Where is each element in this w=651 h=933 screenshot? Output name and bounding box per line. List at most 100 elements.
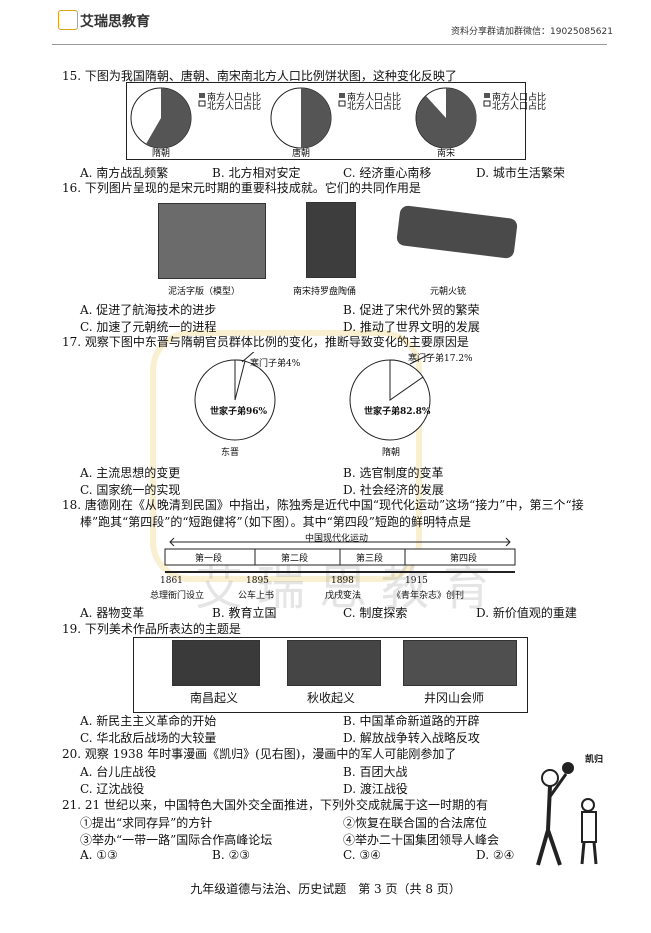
legend-south: 南方人口占比 (207, 93, 262, 103)
q17-option-b: B. 选官制度的变革 (343, 466, 444, 480)
q18-option-a: A. 器物变革 (80, 606, 145, 620)
q16-caption-1: 泥活字版（模型） (168, 287, 241, 297)
event-1898: 戊戌变法 (325, 591, 362, 601)
q15-pie-song (415, 87, 477, 149)
logo-icon (58, 10, 78, 30)
q19-option-a: A. 新民主主义革命的开始 (80, 714, 217, 728)
q21-stem: 21. 21 世纪以来，中国特色大国外交全面推进，下列外交成就属于这一时期的有 (62, 798, 488, 812)
q18-timeline (164, 537, 516, 573)
q18-option-b: B. 教育立国 (212, 606, 277, 620)
pie-dongjin-small (234, 359, 246, 401)
q20-option-c: C. 辽沈战役 (80, 782, 145, 796)
q16-caption-2: 南宋持罗盘陶俑 (293, 287, 357, 297)
q16-stem: 16. 下列图片呈现的是宋元时期的重要科技成就。它们的共同作用是 (62, 181, 421, 195)
pie-sui-south (146, 88, 191, 148)
year-1915: 1915 (405, 576, 428, 586)
painting-nanchang (172, 640, 260, 686)
q16-option-c: C. 加速了元朝统一的进程 (80, 320, 217, 334)
legend-north-swatch (483, 100, 491, 107)
pie2-big-label: 世家子弟82.8% (364, 407, 431, 417)
pie2-small-label: 寒门子弟17.2% (408, 354, 473, 364)
pie-label-sui: 隋朝 (152, 149, 171, 159)
legend-north: 北方人口占比 (347, 102, 402, 112)
q18-stem-line2: 棒”跑其“第四段”的“短跑健将”（如下图）。其中“第四段”短跑的鲜明特点是 (80, 515, 471, 529)
legend-north: 北方人口占比 (207, 102, 262, 112)
pie-tang-south (301, 88, 331, 148)
event-1861: 总理衙门设立 (150, 591, 205, 601)
cartoon-title: 凯归 (585, 755, 604, 765)
q15-option-a: A. 南方战乱频繁 (80, 166, 169, 180)
event-1915: 《青年杂志》创刊 (392, 591, 465, 601)
cartoon-kaigui (536, 762, 598, 866)
legend-south-swatch (484, 93, 490, 98)
segment-1: 第一段 (195, 554, 223, 564)
q21-option-a: A. ①③ (80, 848, 118, 862)
q21-item-2: ②恢复在联合国的合法席位 (343, 816, 488, 830)
photo-yuan-cannon (396, 204, 518, 260)
q15-stem: 15. 下图为我国隋朝、唐朝、南宋南北方人口比例饼状图，这种变化反映了 (62, 69, 457, 83)
q16-caption-3: 元朝火铳 (430, 287, 467, 297)
q21-item-4: ④举办二十国集团领导人峰会 (343, 833, 500, 847)
q16-option-a: A. 促进了航海技术的进步 (80, 303, 217, 317)
q19-stem: 19. 下列美术作品所表达的主题是 (62, 622, 241, 636)
q17-pie-figure (194, 352, 431, 441)
q19-caption-1: 南昌起义 (190, 691, 239, 705)
legend-north-swatch (338, 100, 346, 107)
legend-north-swatch (198, 100, 206, 107)
q17-stem: 17. 观察下图中东晋与隋朝官员群体比例的变化，推断导致变化的主要原因是 (62, 335, 469, 349)
q19-caption-2: 秋收起义 (307, 691, 356, 705)
q17-option-c: C. 国家统一的实现 (80, 483, 181, 497)
q17-option-a: A. 主流思想的变更 (80, 466, 181, 480)
q15-pie-tang (270, 87, 332, 149)
legend-south-swatch (199, 93, 205, 98)
legend-south: 南方人口占比 (492, 93, 547, 103)
q19-caption-3: 井冈山会师 (424, 691, 485, 705)
timeline-title: 中国现代化运动 (305, 534, 369, 544)
pie-song-south (416, 87, 477, 148)
q19-option-c: C. 华北敌后战场的大较量 (80, 731, 217, 745)
segment-3: 第三段 (356, 554, 384, 564)
q20-option-a: A. 台儿庄战役 (80, 765, 157, 779)
watermark-logo (150, 330, 422, 582)
segment-2: 第二段 (281, 554, 309, 564)
header-contact: 资料分享群请加群微信：19025085621 (451, 27, 613, 37)
q15-pie-sui (130, 87, 192, 149)
q21-option-d: D. ②④ (476, 848, 515, 862)
q16-option-b: B. 促进了宋代外贸的繁荣 (343, 303, 480, 317)
q21-option-c: C. ③④ (343, 848, 381, 862)
q20-option-d: D. 渡江战役 (343, 782, 408, 796)
q16-option-d: D. 推动了世界文明的发展 (343, 320, 480, 334)
photo-compass-figure (306, 202, 356, 278)
pie-label-tang: 唐朝 (292, 149, 311, 159)
q17-option-d: D. 社会经济的发展 (343, 483, 444, 497)
q20-option-b: B. 百团大战 (343, 765, 408, 779)
pie1-big-label: 世家子弟96% (210, 407, 268, 417)
page-footer: 九年级道德与法治、历史试题 第 3 页（共 8 页） (190, 882, 461, 896)
pie-sui-pointer (409, 353, 431, 365)
pie-dongjin-pointer (241, 352, 255, 363)
painting-jinggangshan (403, 640, 517, 686)
q18-option-d: D. 新价值观的重建 (476, 606, 577, 620)
year-1895: 1895 (246, 576, 269, 586)
painting-qiushou (287, 640, 381, 686)
watermark-text: 艾瑞思教育 (195, 560, 506, 616)
year-1861: 1861 (160, 576, 183, 586)
q21-option-b: B. ②③ (212, 848, 250, 862)
q20-stem: 20. 观察 1938 年时事漫画《凯归》(见右图)，漫画中的军人可能刚参加了 (62, 747, 457, 761)
year-1898: 1898 (331, 576, 354, 586)
q18-stem-line1: 18. 唐德刚在《从晚清到民国》中指出，陈独秀是近代中国“现代化运动”这场“接力… (62, 498, 584, 512)
pie2-era-label: 隋朝 (382, 448, 401, 458)
pie1-small-label: 寒门子弟4% (250, 359, 301, 369)
q18-option-c: C. 制度探索 (343, 606, 408, 620)
pie-sui-small (389, 359, 424, 401)
header-divider (52, 44, 607, 45)
legend-south: 南方人口占比 (347, 93, 402, 103)
q15-pie-figure (126, 82, 526, 160)
q19-option-b: B. 中国革命新道路的开辟 (343, 714, 480, 728)
header-logo: 艾瑞思教育 (80, 14, 150, 30)
q21-item-1: ①提出“求同存异”的方针 (80, 816, 213, 830)
pie-label-song: 南宋 (437, 149, 456, 159)
q21-item-3: ③举办“一带一路”国际合作高峰论坛 (80, 833, 273, 847)
event-1895: 公车上书 (238, 591, 275, 601)
photo-movable-type (158, 203, 266, 279)
